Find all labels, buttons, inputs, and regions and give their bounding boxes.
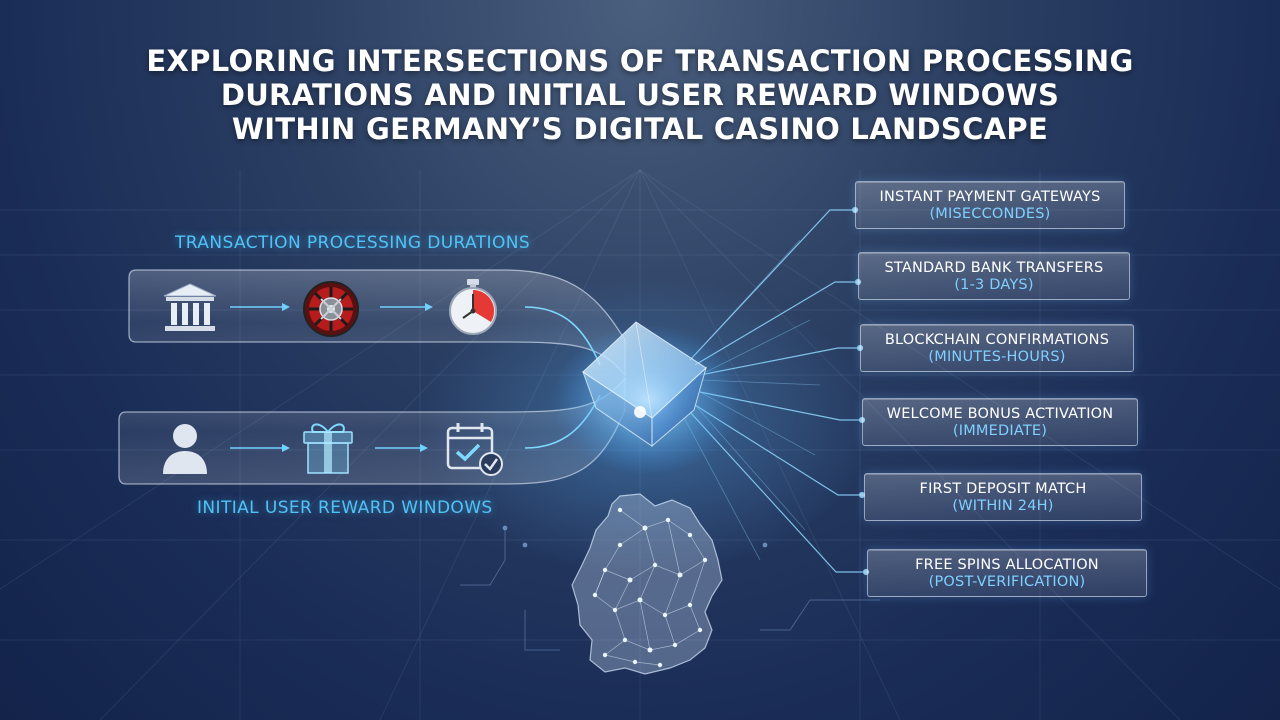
title-line-2: DURATIONS AND INITIAL USER REWARD WINDOW… [220, 78, 1060, 112]
card-title: FIRST DEPOSIT MATCH [919, 481, 1087, 497]
title-line-1: EXPLORING INTERSECTIONS OF TRANSACTION P… [146, 44, 1134, 78]
card-title: WELCOME BONUS ACTIVATION [886, 406, 1114, 422]
card-blockchain: BLOCKCHAIN CONFIRMATIONS (MINUTES-HOURS) [860, 324, 1134, 372]
card-title: BLOCKCHAIN CONFIRMATIONS [884, 332, 1110, 348]
card-first-deposit: FIRST DEPOSIT MATCH (WITHIN 24H) [864, 473, 1142, 521]
calendar-check-icon [445, 420, 505, 478]
stopwatch-icon [447, 278, 499, 336]
page-title: EXPLORING INTERSECTIONS OF TRANSACTION P… [90, 44, 1190, 146]
roulette-icon [302, 280, 360, 338]
gift-icon [301, 418, 355, 476]
card-free-spins: FREE SPINS ALLOCATION (POST-VERIFICATION… [867, 549, 1147, 597]
card-subtitle: (1-3 DAYS) [954, 277, 1034, 293]
title-line-3: WITHIN GERMANY’S DIGITAL CASINO LANDSCAP… [231, 112, 1049, 146]
card-subtitle: (IMMEDIATE) [952, 423, 1048, 439]
crystal-cube-icon [553, 321, 743, 475]
card-welcome-bonus: WELCOME BONUS ACTIVATION (IMMEDIATE) [862, 398, 1138, 446]
germany-network-map [571, 493, 723, 675]
card-subtitle: (MISECCONDES) [929, 206, 1051, 222]
card-title: STANDARD BANK TRANSFERS [884, 260, 1104, 276]
bank-icon [162, 282, 218, 334]
card-subtitle: (POST-VERIFICATION) [928, 574, 1086, 590]
card-title: INSTANT PAYMENT GATEWAYS [879, 189, 1101, 205]
user-icon [160, 420, 210, 476]
card-title: FREE SPINS ALLOCATION [915, 557, 1099, 573]
reward-section-label: INITIAL USER REWARD WINDOWS [197, 498, 493, 518]
card-instant-payment: INSTANT PAYMENT GATEWAYS (MISECCONDES) [855, 181, 1125, 229]
transaction-section-label: TRANSACTION PROCESSING DURATIONS [175, 233, 531, 253]
card-subtitle: (MINUTES-HOURS) [928, 349, 1066, 365]
card-bank-transfers: STANDARD BANK TRANSFERS (1-3 DAYS) [858, 252, 1130, 300]
card-subtitle: (WITHIN 24H) [952, 498, 1054, 514]
